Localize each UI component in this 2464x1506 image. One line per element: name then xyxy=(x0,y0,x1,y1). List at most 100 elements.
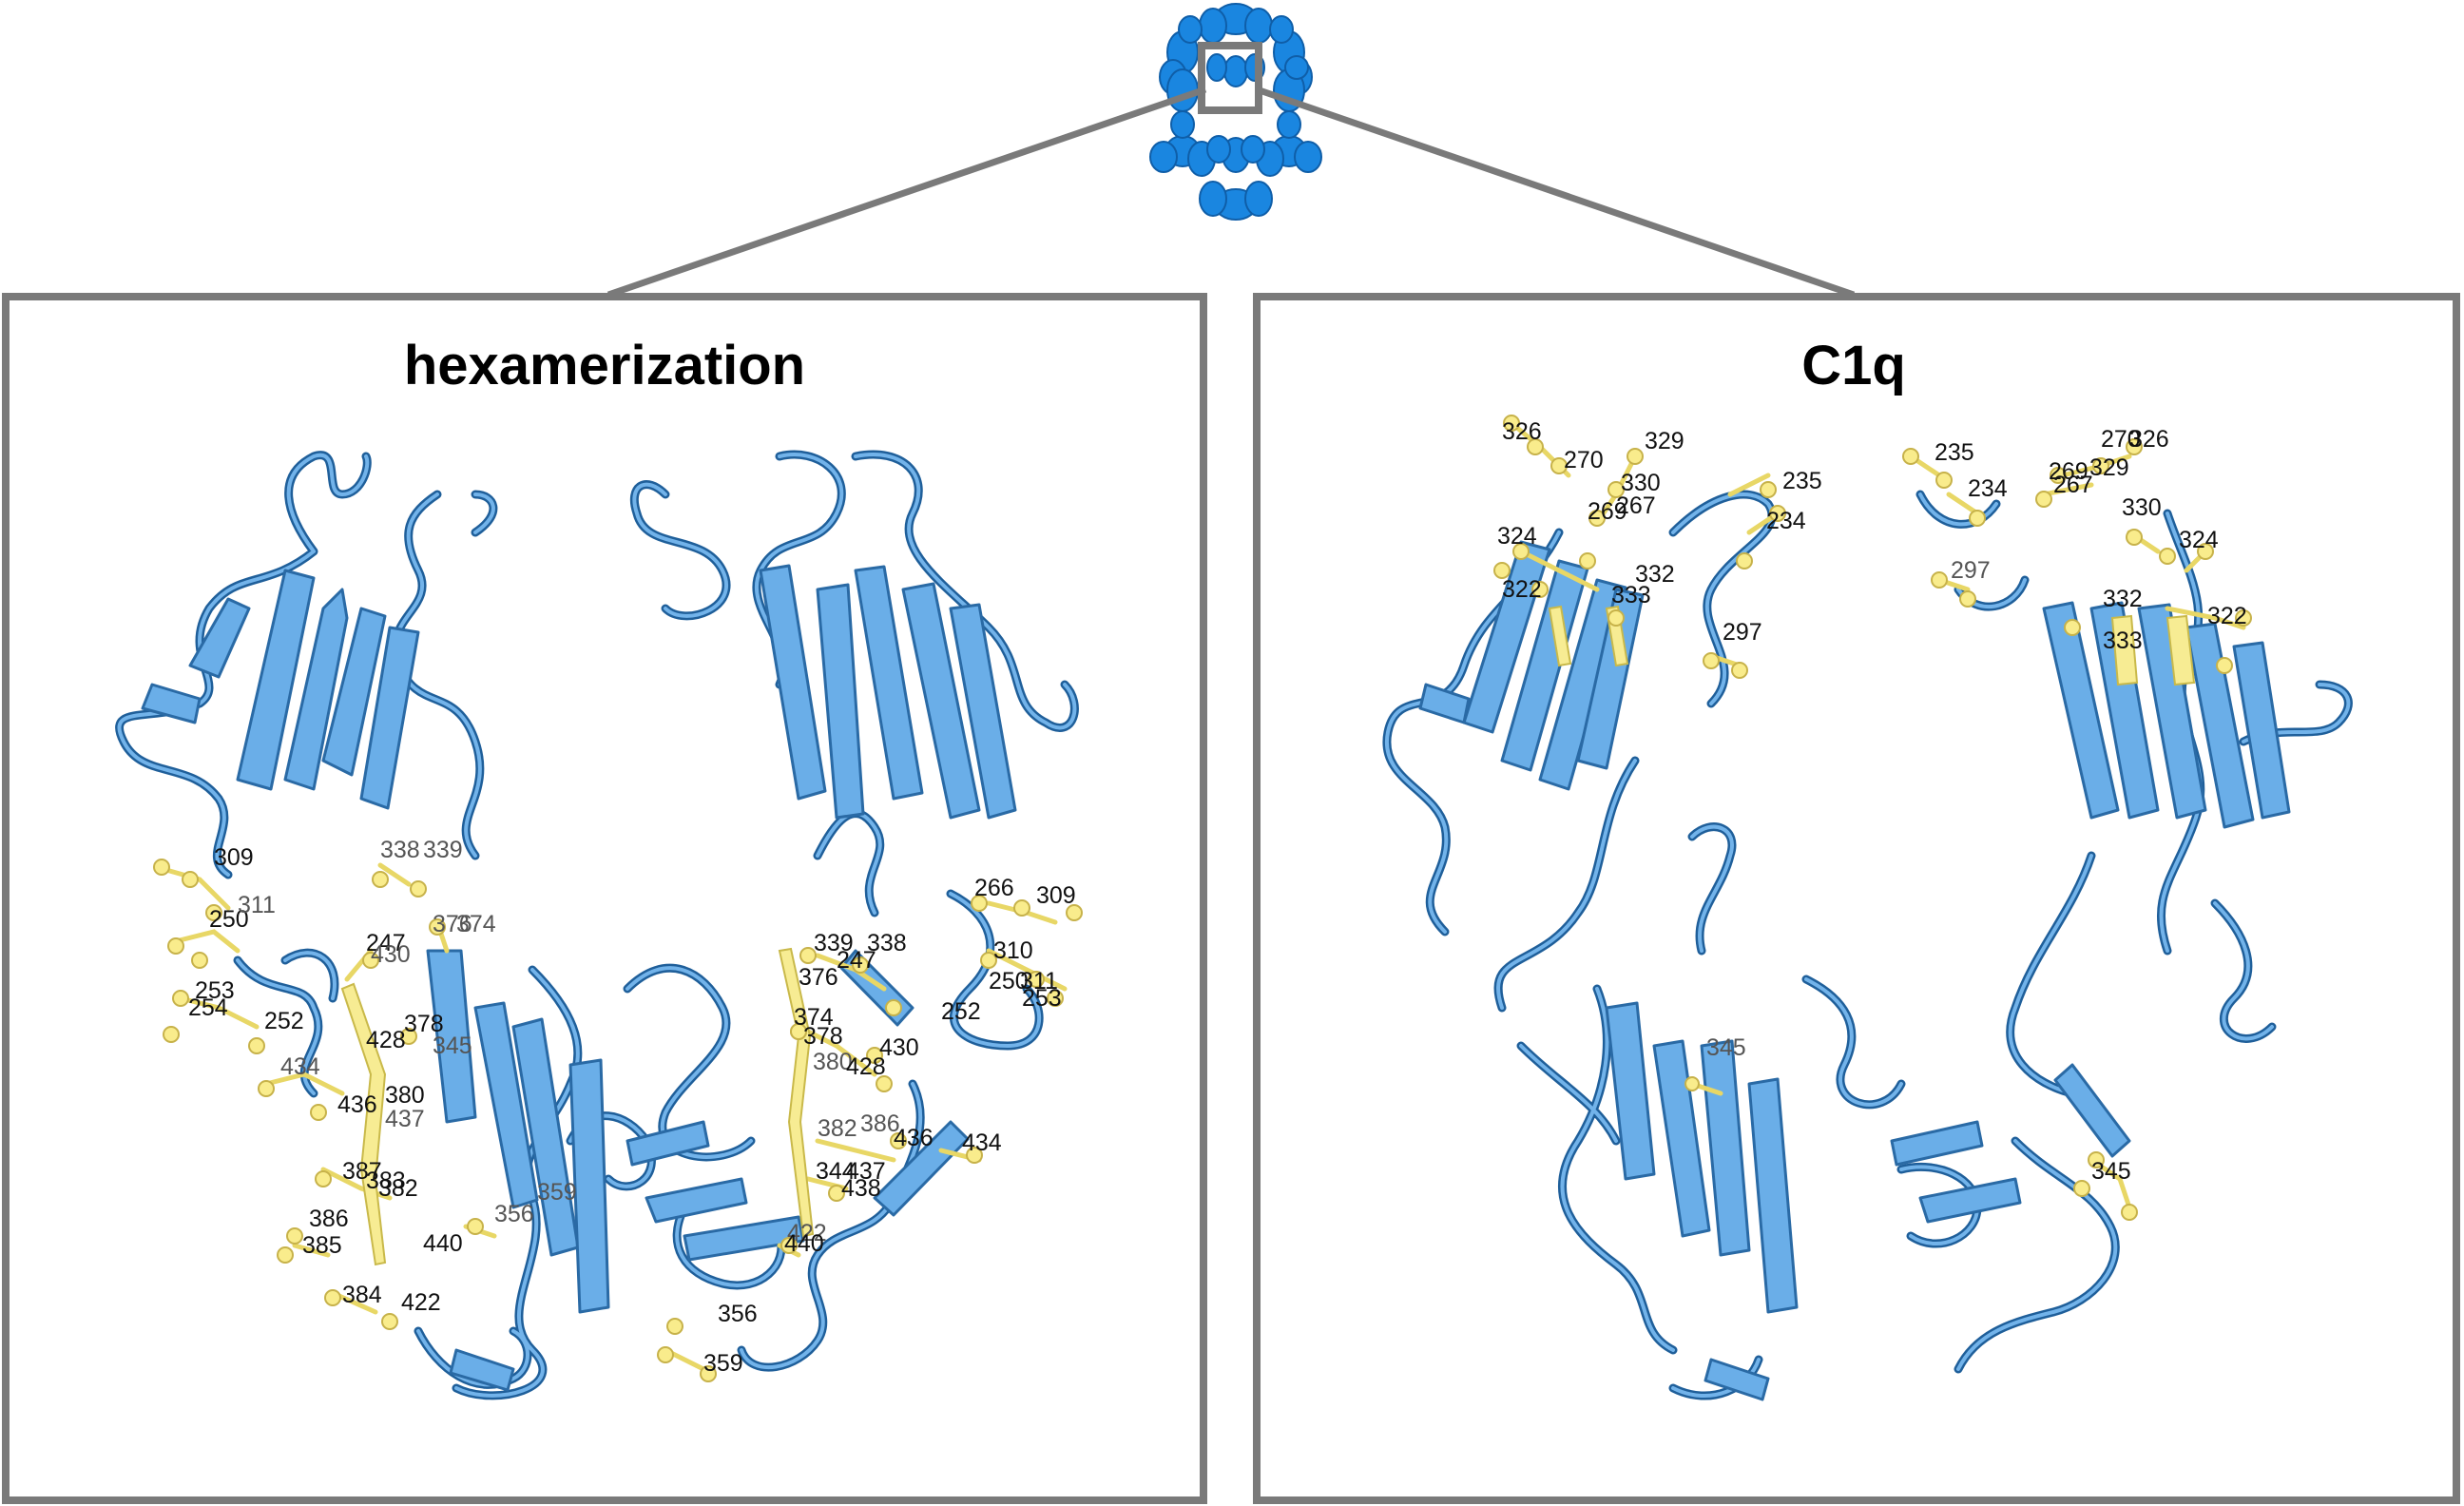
residue-label: 385 xyxy=(302,1232,342,1259)
residue-label: 324 xyxy=(2179,527,2219,553)
residue-label: 330 xyxy=(1621,470,1661,496)
zoom-box xyxy=(1198,42,1262,114)
panel-frame-hexamerization xyxy=(2,293,1207,1504)
residue-label: 333 xyxy=(2103,628,2143,654)
residue-label: 356 xyxy=(718,1301,758,1327)
residue-label: 330 xyxy=(2122,494,2162,521)
residue-label: 322 xyxy=(2207,603,2247,629)
residue-label: 374 xyxy=(456,911,496,937)
residue-label: 374 xyxy=(794,1004,834,1031)
residue-label: 333 xyxy=(1611,582,1651,608)
residue-label: 252 xyxy=(941,998,981,1025)
residue-label: 438 xyxy=(841,1175,881,1202)
residue-label: 247 xyxy=(837,947,876,974)
panel-title-hexamerization: hexamerization xyxy=(404,335,805,396)
residue-label: 359 xyxy=(703,1350,743,1377)
residue-label: 234 xyxy=(1968,475,2008,502)
residue-label: 269 xyxy=(2049,458,2089,485)
residue-label: 386 xyxy=(309,1206,349,1232)
residue-label: 329 xyxy=(1645,428,1684,454)
residue-label: 436 xyxy=(894,1125,934,1151)
residue-label: 356 xyxy=(494,1201,534,1227)
residue-label: 254 xyxy=(188,994,228,1021)
residue-label: 382 xyxy=(378,1175,418,1202)
beta-sheets xyxy=(1418,540,2291,1401)
residue-label: 311 xyxy=(238,892,276,918)
zoom-line-left xyxy=(606,86,1207,299)
residue-label: 253 xyxy=(1022,985,1062,1012)
residue-label: 297 xyxy=(1951,557,1991,584)
residue-label: 345 xyxy=(2091,1158,2131,1185)
highlight-sites-hexamerization xyxy=(153,859,1083,1382)
residue-label: 359 xyxy=(537,1179,577,1206)
ribbon-backbone xyxy=(115,450,1079,1400)
residue-label: 422 xyxy=(787,1220,827,1246)
residue-label: 324 xyxy=(1497,523,1537,550)
residue-label: 235 xyxy=(1935,439,1974,466)
residue-label: 428 xyxy=(846,1053,886,1080)
residue-label: 253 xyxy=(195,977,235,1004)
residue-label: 250 xyxy=(989,968,1029,994)
residue-label: 387 xyxy=(342,1158,382,1185)
residue-label: 267 xyxy=(1616,492,1656,519)
residue-label: 383 xyxy=(366,1168,406,1194)
residue-label: 434 xyxy=(280,1053,320,1080)
residue-label: 270 xyxy=(2101,426,2141,453)
residue-label: 436 xyxy=(337,1091,377,1118)
residue-label: 326 xyxy=(2129,426,2169,453)
residue-label: 252 xyxy=(264,1008,304,1034)
residue-label: 247 xyxy=(366,930,406,956)
residue-label: 430 xyxy=(879,1034,919,1061)
residue-label: 380 xyxy=(813,1049,853,1075)
residue-label: 235 xyxy=(1782,468,1822,494)
residue-label: 322 xyxy=(1502,576,1542,603)
residue-label: 326 xyxy=(1502,418,1542,445)
residue-label: 440 xyxy=(423,1230,463,1257)
residue-label: 266 xyxy=(974,875,1014,901)
residue-label: 270 xyxy=(1564,447,1604,473)
zoom-line-right xyxy=(1255,86,1856,299)
residue-label: 267 xyxy=(2053,472,2093,498)
residue-label: 380 xyxy=(385,1082,425,1109)
residue-label: 339 xyxy=(423,837,463,863)
residue-label: 345 xyxy=(433,1033,472,1059)
panel-title-c1q: C1q xyxy=(1801,335,1906,396)
residue-label: 338 xyxy=(380,837,420,863)
residue-label: 329 xyxy=(2089,454,2129,481)
residue-label: 428 xyxy=(366,1027,406,1053)
residue-label: 250 xyxy=(209,906,249,933)
residue-label: 384 xyxy=(342,1282,382,1308)
highlight-sites-c1q xyxy=(1493,415,2252,1221)
residue-label: 376 xyxy=(799,964,838,991)
residue-label: 440 xyxy=(784,1230,824,1257)
residue-label: 382 xyxy=(818,1115,857,1142)
residue-label: 332 xyxy=(1635,561,1675,588)
hexamer-icon xyxy=(1149,3,1322,221)
residue-label: 386 xyxy=(860,1110,900,1137)
residue-label: 437 xyxy=(846,1158,886,1185)
residue-label: 437 xyxy=(385,1106,425,1132)
residue-label: 309 xyxy=(214,844,254,871)
residue-label: 309 xyxy=(1036,882,1076,909)
residue-label: 376 xyxy=(433,911,472,937)
panel-frame-c1q xyxy=(1253,293,2460,1504)
residue-label: 311 xyxy=(1020,968,1058,994)
residue-label: 339 xyxy=(814,930,854,956)
residue-label: 338 xyxy=(867,930,907,956)
residue-label: 234 xyxy=(1766,508,1806,534)
residue-label: 332 xyxy=(2103,586,2143,612)
residue-label: 434 xyxy=(962,1130,1002,1156)
residue-label: 378 xyxy=(404,1011,444,1037)
residue-label: 310 xyxy=(993,937,1033,964)
residue-label: 297 xyxy=(1723,619,1762,646)
residue-label: 345 xyxy=(1706,1034,1746,1061)
residue-label: 378 xyxy=(803,1023,843,1050)
residue-label: 430 xyxy=(371,941,411,968)
residue-label: 344 xyxy=(816,1158,856,1185)
residue-label: 422 xyxy=(401,1289,441,1316)
